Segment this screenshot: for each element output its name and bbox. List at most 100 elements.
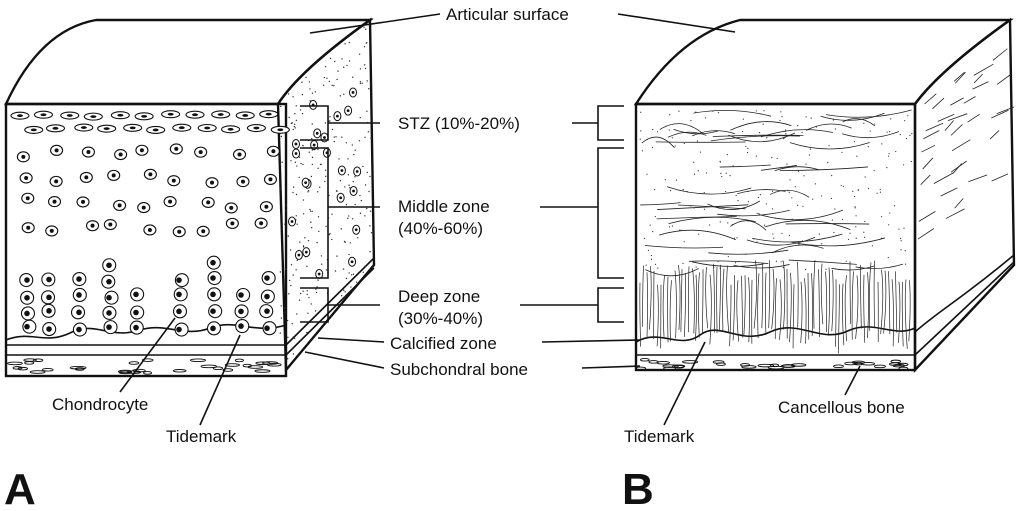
stipple-dot [774,217,776,219]
collagen-fiber [768,260,771,329]
stipple-dot [668,129,670,131]
stipple-dot [903,227,905,229]
stipple-dot [780,111,782,113]
stipple-dot [329,57,332,60]
stipple-dot [307,239,310,242]
stipple-dot [840,184,842,187]
stipple-dot [295,215,297,217]
stipple-dot [857,189,859,191]
bone-trabecula [853,361,864,366]
stipple-dot [888,224,890,226]
stipple-dot [295,193,298,196]
stipple-dot [334,60,336,63]
stipple-dot [772,233,774,235]
bone-trabecula [767,365,785,370]
collagen-fiber [697,272,700,338]
bone-trabecula [17,366,29,371]
chondrocyte-nucleus [227,127,234,131]
stipple-dot [346,64,348,67]
stipple-dot [864,220,866,223]
stipple-dot [319,163,322,166]
stipple-dot [855,226,857,228]
chondrocyte-nucleus [24,277,30,283]
stipple-dot [848,238,850,241]
chondrocyte-nucleus [46,294,52,301]
stipple-dot [781,232,783,235]
stipple-dot [904,120,906,122]
stipple-dot [279,188,281,190]
chondrocyte-nucleus [264,204,269,209]
stipple-dot [337,302,340,305]
chondrocyte-nucleus [24,294,30,301]
block-b-side-face [913,17,1016,374]
chondrocyte-nucleus [133,291,139,298]
stipple-dot [326,77,328,80]
collagen-fiber [695,274,698,341]
block-a-front-face [4,102,288,378]
bone-trabecula [898,366,909,371]
chondrocyte-nucleus [174,146,179,151]
stipple-dot [340,228,342,230]
stipple-dot [347,217,349,220]
stipple-dot [364,265,366,268]
stipple-dot [311,156,314,159]
stipple-dot [370,137,372,140]
stipple-dot [357,237,359,239]
bone-trabecula [190,358,207,363]
chondrocyte-nucleus [167,112,174,116]
stipple-dot [290,284,292,287]
collagen-fiber [841,131,900,139]
stipple-dot [639,138,641,140]
collagen-fiber [717,209,790,217]
chondrocyte-nucleus [312,143,316,147]
stipple-dot [727,256,729,258]
stipple-dot [364,215,366,217]
chondrocyte-nucleus [139,148,144,153]
collagen-fiber [710,135,800,142]
stipple-dot [347,158,349,160]
stipple-dot [301,112,304,115]
stipple-dot [296,165,298,167]
collagen-fiber [693,109,772,117]
collagen-fiber [733,264,790,269]
chondrocyte-nucleus [176,277,182,283]
chondrocyte-nucleus [294,142,298,146]
stipple-dot [328,80,331,83]
stipple-dot [899,237,902,239]
stipple-dot [810,117,812,119]
stipple-dot [757,196,759,199]
chondrocyte-nucleus [304,250,308,254]
stipple-dot [310,175,313,178]
stipple-dot [364,67,367,70]
stipple-dot [889,131,891,133]
stipple-dot [317,167,319,170]
stipple-dot [852,190,854,192]
bone-trabecula [741,365,757,369]
stipple-dot [369,210,372,212]
stipple-dot [880,237,883,239]
stipple-dot [753,238,755,240]
collagen-fiber [657,204,749,210]
stipple-dot [361,82,363,84]
collagen-fiber [764,219,851,231]
stipple-dot [365,28,367,31]
chondrocyte-nucleus [66,114,73,117]
bone-trabecula [118,370,133,375]
collagen-fiber [728,132,796,143]
stipple-dot [347,174,350,176]
collagen-fiber [954,72,966,84]
chondrocyte-nucleus [230,221,235,226]
chondrocyte-nucleus [24,310,30,317]
stipple-dot [350,274,353,276]
stipple-dot [871,245,873,247]
stipple-dot [879,188,881,191]
stipple-dot [295,119,298,122]
collagen-fiber [842,118,876,127]
stipple-dot [280,317,283,319]
stipple-dot [681,229,683,231]
stipple-dot [879,191,882,193]
chondrocyte-nucleus [265,112,272,116]
stipple-dot [782,260,784,262]
chondrocyte-nucleus [217,113,224,116]
stipple-dot [333,85,335,87]
